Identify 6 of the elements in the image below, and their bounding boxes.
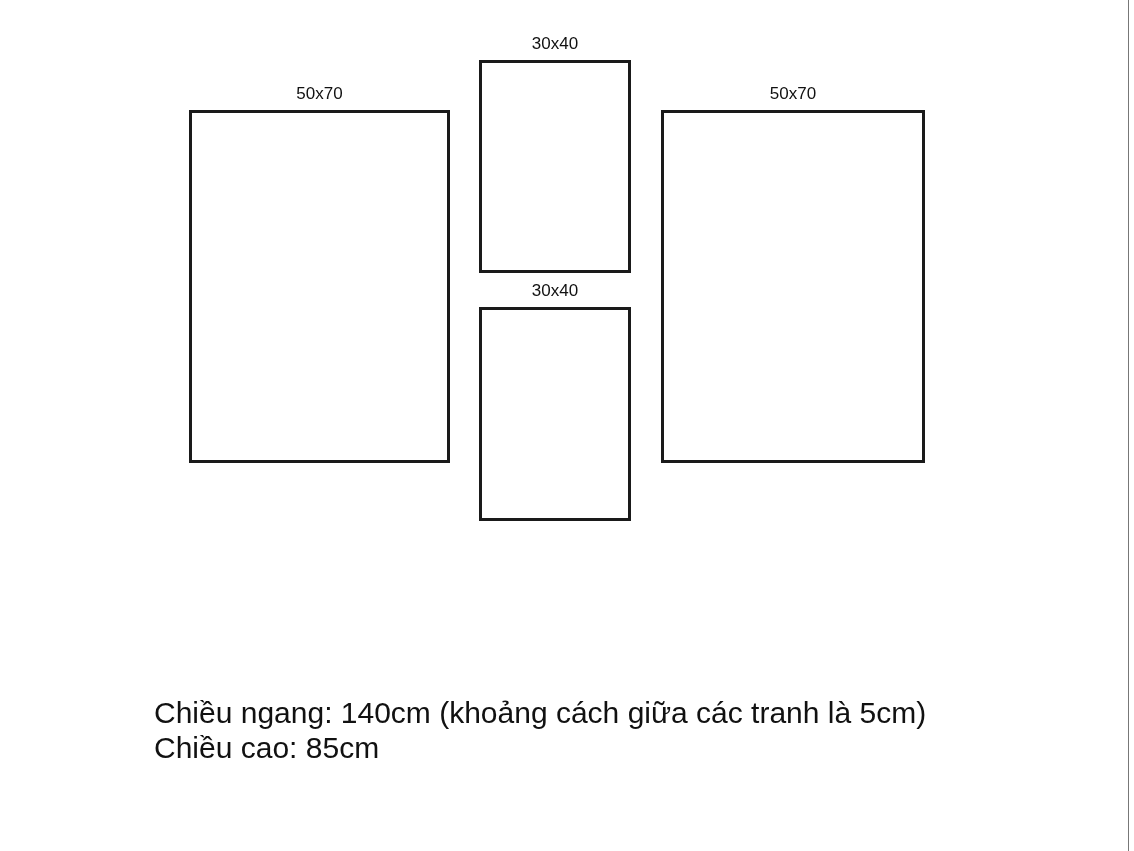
size-label: 30x40 [531,34,579,54]
dimension-note: Chiều ngang: 140cm (khoảng cách giữa các tranh là 5cm) [154,695,927,730]
size-label: 30x40 [531,281,579,301]
dimension-note: Chiều cao: 85cm [154,730,381,765]
size-label: 50x70 [296,84,343,104]
size-label: 50x70 [769,84,817,104]
